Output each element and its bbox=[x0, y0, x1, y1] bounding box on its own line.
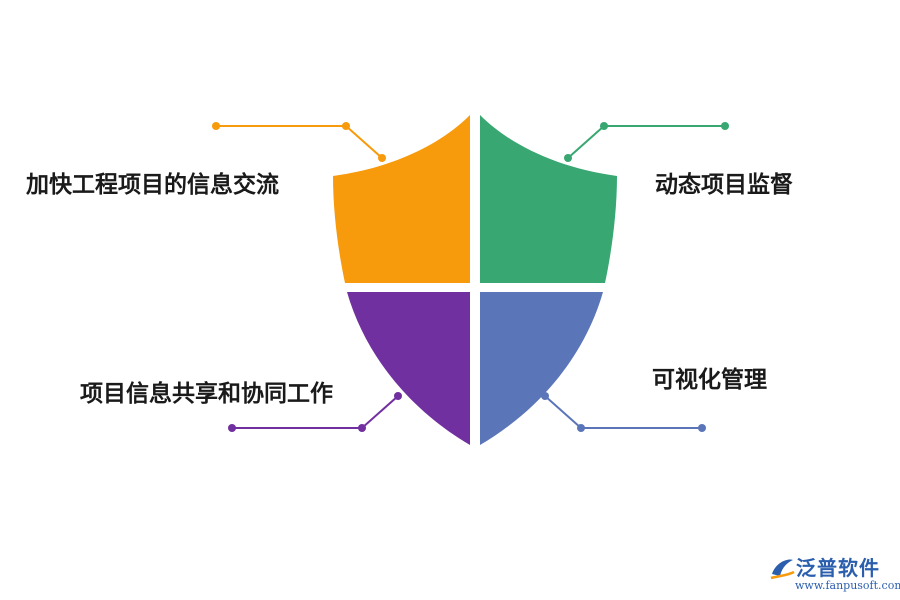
connector-dot bbox=[564, 154, 572, 162]
connector-dot bbox=[600, 122, 608, 130]
brand-logo: 泛普软件 www.fanpusoft.com bbox=[768, 552, 900, 596]
connector-dot bbox=[394, 392, 402, 400]
connector-dot bbox=[698, 424, 706, 432]
connector-dot bbox=[577, 424, 585, 432]
logo-url: www.fanpusoft.com bbox=[795, 579, 900, 592]
shield-quadrant-bottom-right bbox=[480, 292, 603, 445]
label-top-left: 加快工程项目的信息交流 bbox=[26, 172, 279, 198]
connector-bottom-right bbox=[544, 395, 702, 429]
connector-dot bbox=[721, 122, 729, 130]
label-bottom-left: 项目信息共享和协同工作 bbox=[80, 381, 333, 407]
logo-icon bbox=[770, 559, 795, 580]
shield-quadrant-top-right bbox=[480, 115, 617, 283]
connector-dot bbox=[212, 122, 220, 130]
connector-dot bbox=[228, 424, 236, 432]
shield-quadrant-top-left bbox=[333, 115, 470, 283]
connector-dot bbox=[541, 392, 549, 400]
connector-dot bbox=[342, 122, 350, 130]
logo-name: 泛普软件 bbox=[796, 556, 880, 580]
connector-dot bbox=[358, 424, 366, 432]
shield-quadrant-bottom-left bbox=[347, 292, 470, 445]
connector-top-right bbox=[567, 125, 725, 159]
label-bottom-right: 可视化管理 bbox=[652, 367, 767, 393]
connector-top-left bbox=[216, 125, 383, 159]
label-top-right: 动态项目监督 bbox=[655, 172, 793, 198]
connector-dot bbox=[378, 154, 386, 162]
